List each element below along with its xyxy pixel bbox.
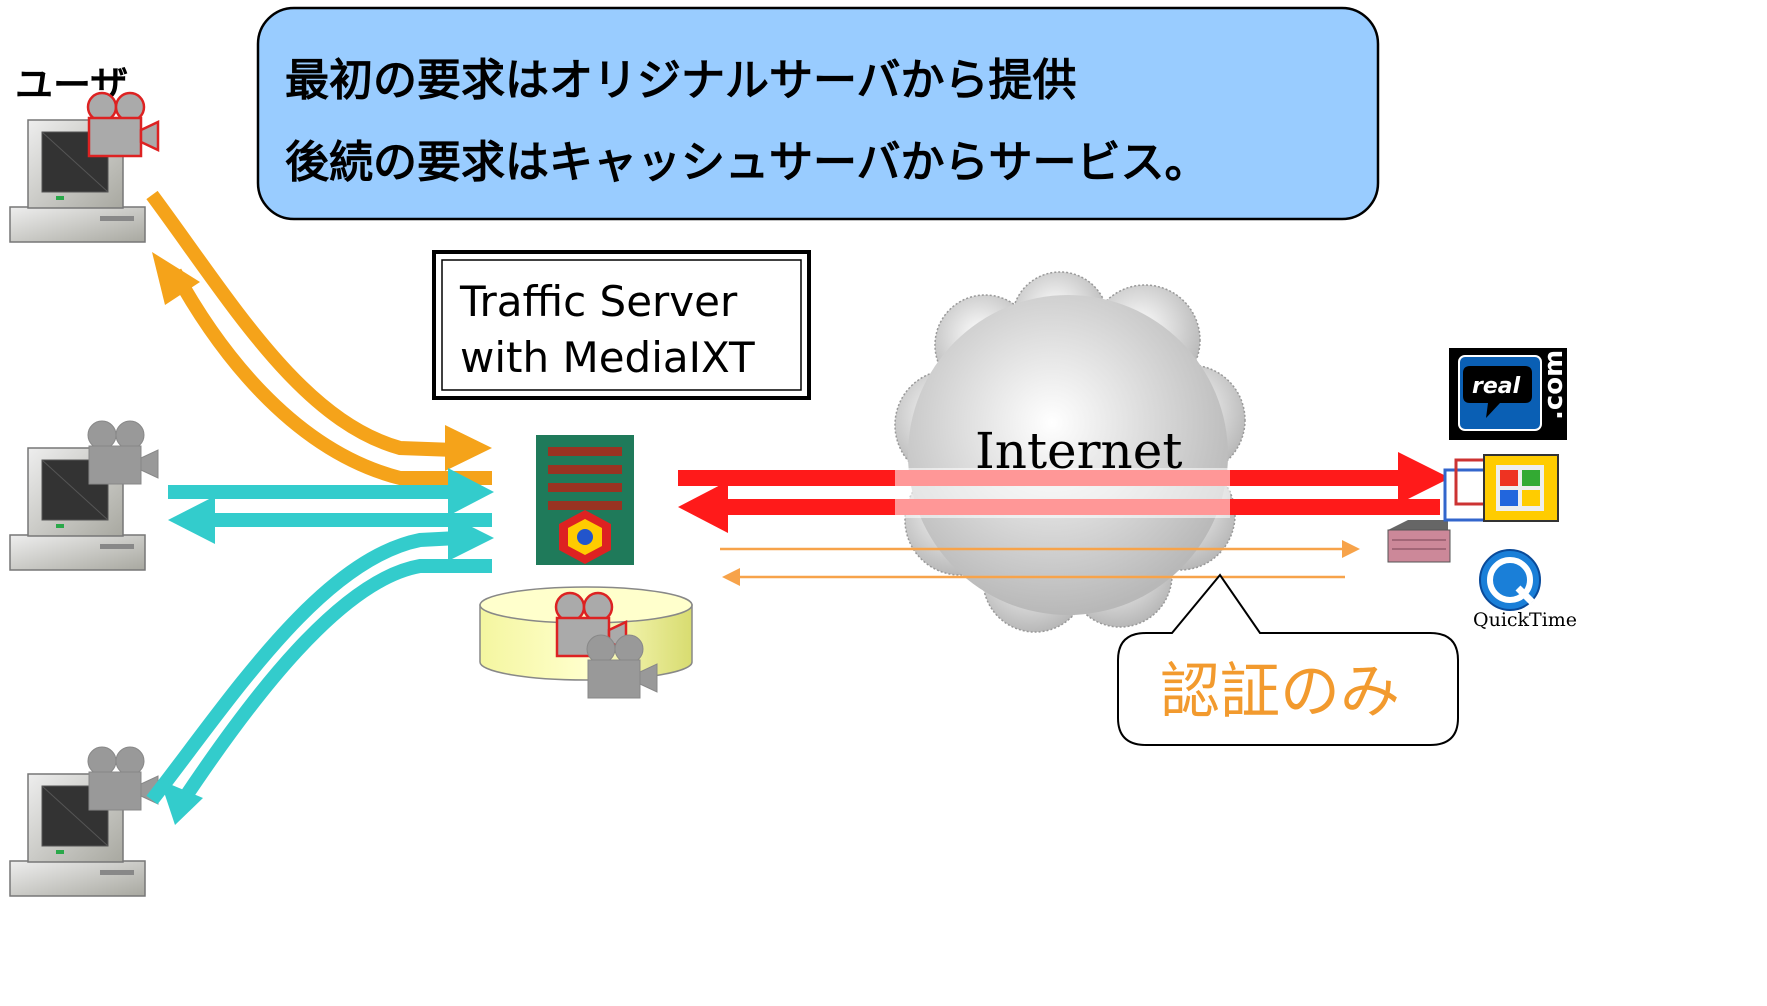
origin-server-icon xyxy=(1387,520,1451,563)
quicktime-icon: QuickTime xyxy=(1473,549,1577,631)
video-camera-icon xyxy=(86,91,160,158)
orange-request-path xyxy=(146,190,456,457)
cyan-lower-response-path xyxy=(176,559,492,806)
cyan-arrowhead-right xyxy=(448,468,494,516)
thin-arrowhead-left xyxy=(722,568,740,586)
traffic-server-label-box: Traffic Server with MediaIXT xyxy=(432,250,811,400)
real-logo-text: real xyxy=(1472,374,1521,399)
cyan-arrow-pair-middle xyxy=(168,485,492,527)
orange-response-path xyxy=(168,268,492,485)
banner-line-2: 後続の要求はキャッシュサーバからサービス。 xyxy=(285,137,1209,188)
orange-arrow-pair xyxy=(146,190,492,485)
cloud-label: Internet xyxy=(975,422,1182,480)
red-arrowhead-right xyxy=(1398,452,1450,504)
cyan-lower-arrowhead-right xyxy=(448,515,494,561)
server-icon xyxy=(536,435,634,565)
orange-arrowhead-up xyxy=(152,252,200,305)
real-logo-suffix: .com xyxy=(1539,350,1569,420)
windows-media-icon xyxy=(1443,454,1559,522)
traffic-server-line-2: with MediaIXT xyxy=(460,333,755,382)
banner-line-1: 最初の要求はオリジナルサーバから提供 xyxy=(285,55,1077,106)
callout-label: 認証のみ xyxy=(1160,657,1400,727)
cyan-arrowhead-left xyxy=(168,496,215,544)
video-camera-icon xyxy=(87,420,159,485)
cyan-lower-request-path xyxy=(146,531,459,805)
user-computer-2 xyxy=(9,420,159,571)
video-camera-icon xyxy=(87,746,159,811)
red-arrowhead-left xyxy=(678,481,728,533)
quicktime-label: QuickTime xyxy=(1473,609,1577,631)
user-computer-3 xyxy=(9,746,159,897)
thin-arrowhead-right xyxy=(1342,540,1360,558)
callout-bubble: 認証のみ xyxy=(1117,573,1459,746)
orange-arrowhead-right xyxy=(445,425,492,471)
banner: 最初の要求はオリジナルサーバから提供 後続の要求はキャッシュサーバからサービス。 xyxy=(256,6,1380,221)
cyan-arrow-pair-lower xyxy=(146,531,492,806)
thin-arrow-pair xyxy=(720,547,1345,579)
real-logo-icon: real .com xyxy=(1449,348,1569,440)
user-computer-1 xyxy=(9,91,160,243)
traffic-server-line-1: Traffic Server xyxy=(459,277,738,326)
cyan-lower-arrowhead-down xyxy=(160,780,203,825)
